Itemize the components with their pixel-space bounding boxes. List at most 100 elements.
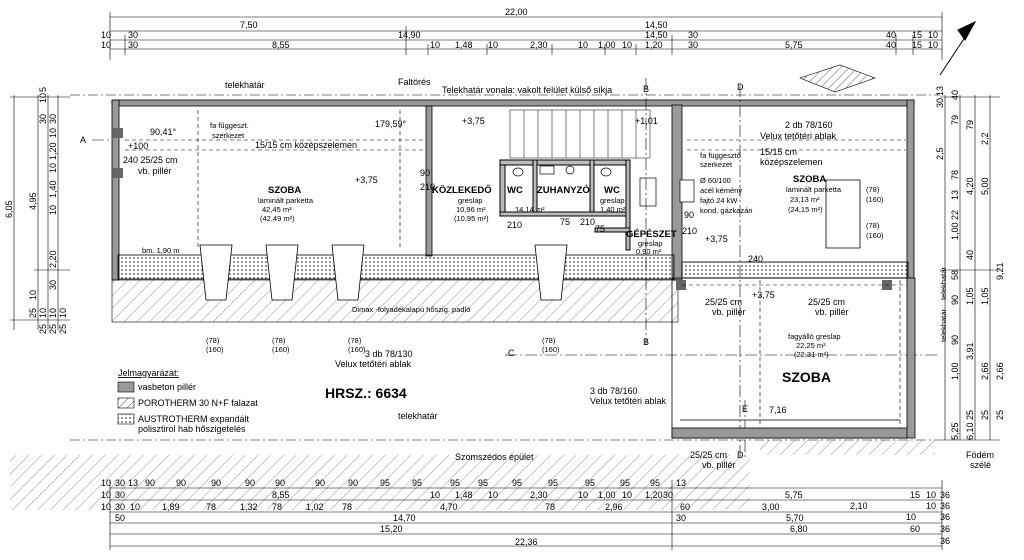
dim-left-495: 4,95 [28, 192, 38, 210]
elevation-label: +1,01 [635, 116, 658, 126]
velux-windows [199, 179, 861, 301]
room-floor: greslap [600, 196, 625, 205]
window-label: Velux tetőtéri ablak [335, 359, 412, 369]
dim: 36 [940, 490, 950, 500]
angle-label: 179,59° [375, 119, 407, 129]
dim: 7,16 [769, 405, 787, 415]
dim: 90 [211, 478, 221, 488]
staircase [509, 109, 651, 159]
dim: 15,20 [380, 524, 403, 534]
dim: 13 [676, 478, 686, 488]
elevation-label: +100 [128, 141, 148, 151]
dim: 1,20 [645, 490, 663, 500]
lot-line-label: telekhatár [398, 411, 438, 421]
dim: 1,48 [455, 490, 473, 500]
dim: 2,96 [605, 502, 623, 512]
hatch [760, 440, 935, 455]
dim: 2,20 [48, 250, 58, 268]
dim: 36 [940, 536, 950, 546]
edge-label: szélé [970, 460, 991, 470]
angle-label: 90,41° [150, 127, 177, 137]
pillar-label: vb. pillér [138, 166, 172, 176]
dim: 25 [48, 324, 58, 334]
dim: 95 [412, 478, 422, 488]
hatch-corner [799, 64, 876, 93]
dim: 10 [488, 40, 498, 50]
window-size: (78) [348, 336, 362, 345]
dim: 78 [950, 170, 960, 180]
legend-label: vasbeton pillér [138, 382, 196, 392]
dim-total-top: 22,00 [505, 7, 528, 17]
dim: 90 [684, 210, 694, 220]
dim: 9,21 [995, 262, 1005, 280]
dim: 14,50 [645, 30, 668, 40]
section-marker-a: A [80, 135, 86, 145]
dim: 1,00 [598, 40, 616, 50]
dim: 10 [622, 490, 632, 500]
dim: 90 [950, 335, 960, 345]
dim: 36 [940, 524, 950, 534]
chimney-label: kond. gázkazán [700, 206, 753, 215]
room-name: KÖZLEKEDŐ [432, 184, 492, 196]
dim: 3,91 [965, 342, 975, 360]
chimney-label: acél kémény [700, 186, 742, 195]
dim: 25 [965, 410, 975, 420]
dim: 10 [101, 490, 111, 500]
dim: 10 [101, 502, 111, 512]
dims-bottom [109, 480, 943, 550]
dim: 2,2 [980, 132, 990, 145]
dim: 1,05 [965, 287, 975, 305]
dim: 8,55 [272, 40, 290, 50]
dim: 10 [101, 30, 111, 40]
section-marker-d: D [737, 82, 744, 92]
structure-label: szerkezet [212, 131, 245, 140]
dim: 10 [430, 490, 440, 500]
dim: 5,75 [785, 40, 803, 50]
dim: 1,02 [306, 502, 324, 512]
lower-room [671, 277, 916, 439]
dim: 5,70 [786, 513, 804, 523]
dim: 75 [595, 224, 605, 234]
dim: 4,20 [965, 177, 975, 195]
dim: 13 [935, 86, 945, 96]
dim: 58 [950, 270, 960, 280]
dim: 10 [578, 490, 588, 500]
dim: 10 [101, 40, 111, 50]
legend-title: Jelmagyarázat: [118, 368, 179, 378]
dim: 3,00 [762, 502, 780, 512]
dim: 90 [145, 478, 155, 488]
dim: 30 [115, 502, 125, 512]
dim: 75 [560, 217, 570, 227]
dim: 30 [663, 490, 673, 500]
room-name: ZUHANYZÓ [537, 184, 590, 196]
dim: 2,5 [935, 147, 945, 160]
dim: 210 [507, 220, 522, 230]
dim-top-1450: 14,50 [645, 20, 668, 30]
room-name: SZOBA [782, 369, 831, 385]
structure-label: fa függesztő [700, 151, 741, 160]
dim: 95 [650, 478, 660, 488]
window-size: (160) [542, 345, 560, 354]
dim: 1,40 [48, 180, 58, 198]
dim-left-605: 6,05 [4, 200, 14, 218]
dim: 14,70 [393, 513, 416, 523]
legend-label: POROTHERM 30 N+F falazat [138, 398, 258, 408]
dim: 1,20 [48, 142, 58, 160]
dim: 1,48 [455, 40, 473, 50]
dim: 10 [488, 490, 498, 500]
elevation-label: +3,75 [752, 290, 775, 300]
dim: 2,30 [530, 490, 548, 500]
dim: 30 [688, 40, 698, 50]
dim: 10 [130, 502, 140, 512]
dim: 10 [101, 478, 111, 488]
dim: 36 [940, 512, 950, 522]
window-label: 3 db 78/130 [365, 349, 413, 359]
dim: 210 [682, 226, 697, 236]
dim: 78 [206, 502, 216, 512]
dim: 2,30 [530, 40, 548, 50]
dim: 10 [926, 501, 936, 511]
dim: 90 [348, 478, 358, 488]
dim: 22 [950, 210, 960, 220]
pillar-label: 25/25 cm [690, 450, 727, 460]
